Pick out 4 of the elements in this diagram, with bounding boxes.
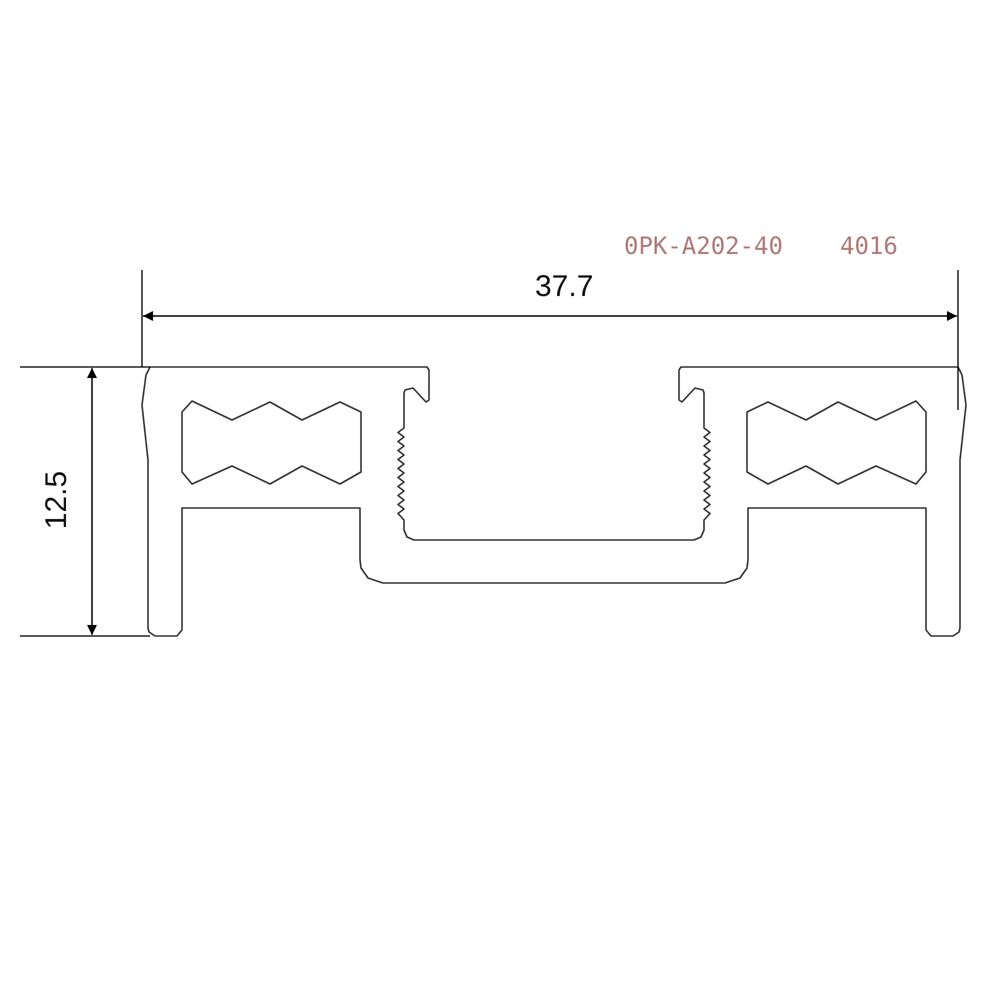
part-number: 4016 [840, 234, 898, 258]
dimension-label: 12.5 [42, 470, 72, 530]
part-number: 0PK-A202-40 [624, 234, 783, 258]
dimension-label: 37.7 [535, 272, 594, 302]
